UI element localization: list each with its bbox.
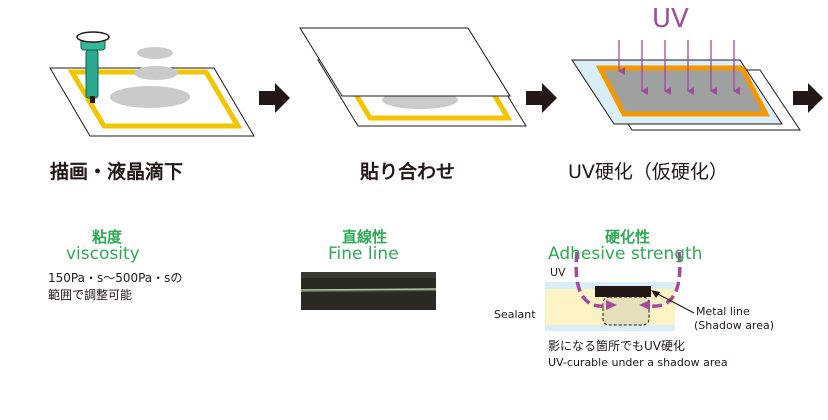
sealant-label: Sealant <box>494 308 536 321</box>
uv-curve-left <box>574 251 611 308</box>
top-glass <box>299 27 511 97</box>
arrow-icon <box>526 83 557 113</box>
metal-line <box>595 286 651 297</box>
leader-line <box>653 291 695 314</box>
shadow-note-jp: 影になる箇所でもUV硬化 <box>548 339 685 353</box>
adhesive-diagram <box>545 251 695 331</box>
uv-label: UV <box>550 266 566 279</box>
viscosity-title-jp: 粘度 <box>92 228 123 246</box>
step1-label: 描画・液晶滴下 <box>50 161 184 183</box>
step2-illustration <box>299 27 527 127</box>
lc-drop-large <box>110 86 190 108</box>
lower-glass <box>545 325 675 331</box>
lc-drop-mid <box>134 66 178 80</box>
metal-line-label: Metal line <box>696 305 750 318</box>
shadow-note-en: UV-curable under a shadow area <box>548 356 728 369</box>
syringe-icon <box>76 31 110 103</box>
uv-title: UV <box>652 4 689 34</box>
shadow-area <box>602 296 650 326</box>
step3-label: UV硬化（仮硬化） <box>568 161 728 183</box>
step1-illustration <box>49 31 255 137</box>
shadow-area-label: (Shadow area) <box>694 319 775 332</box>
viscosity-title-en: viscosity <box>66 244 140 264</box>
uv-curve-right <box>644 251 682 308</box>
arrow-icon <box>793 83 823 113</box>
fine-line-title-en: Fine line <box>328 244 399 264</box>
viscosity-desc-1: 150Pa・s〜500Pa・sの <box>48 271 183 285</box>
step2-label: 貼り合わせ <box>360 161 456 183</box>
arrow-icon <box>259 83 290 113</box>
step3-illustration <box>571 40 801 131</box>
lc-drop-small <box>137 47 173 59</box>
upper-glass <box>545 282 675 289</box>
cured-sealant <box>595 65 771 117</box>
adhesive-title-en: Adhesive strength <box>548 244 703 264</box>
fine-line-title-jp: 直線性 <box>342 228 388 246</box>
viscosity-desc-2: 範囲で調整可能 <box>48 288 133 302</box>
fine-line-photo <box>300 272 437 310</box>
adhesive-title-jp: 硬化性 <box>605 228 651 246</box>
uv-arrows <box>618 40 740 95</box>
